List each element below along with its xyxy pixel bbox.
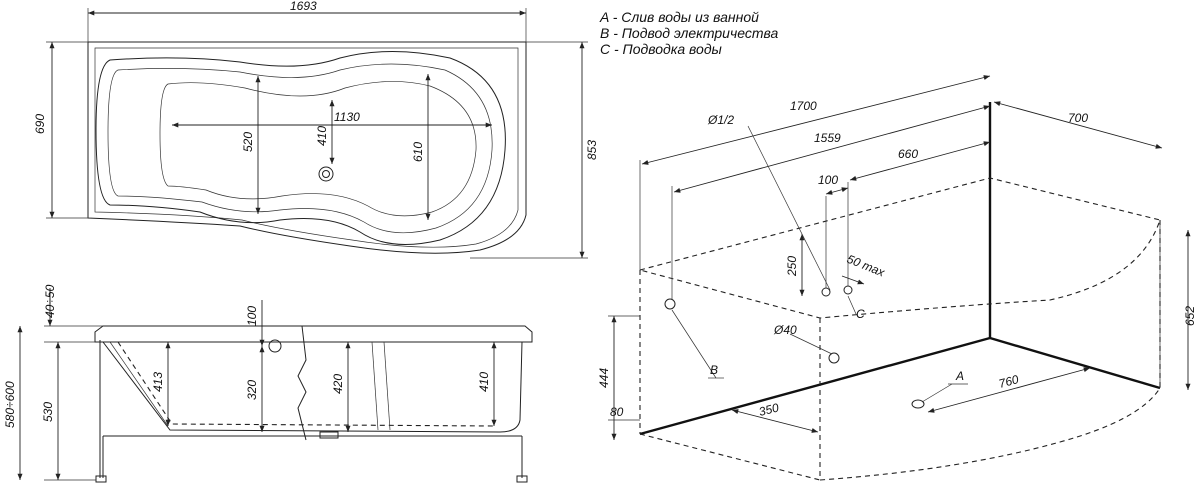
dim-413: 413: [151, 372, 165, 392]
dim-1693: 1693: [290, 0, 317, 13]
water-inlet-icon-2: [843, 285, 853, 295]
drain-pipe-icon: [828, 352, 840, 364]
dim-853: 853: [585, 140, 599, 160]
basin-inner-wall: [107, 63, 493, 234]
dim-530: 530: [41, 402, 55, 422]
floor-wall-left: [639, 336, 991, 436]
overflow-icon: [268, 339, 282, 353]
dim-1700: 1700: [790, 99, 817, 113]
dim-610: 610: [411, 142, 425, 162]
legend: A - Слив воды из ванной B - Подвод элект…: [599, 9, 779, 57]
dim-410-side: 410: [477, 372, 491, 392]
dim-700: 700: [1068, 111, 1088, 125]
dim-660: 660: [898, 147, 918, 161]
dim-40-50: 40÷50: [43, 284, 57, 318]
water-inlet-icon-1: [821, 287, 831, 297]
dim-100-inst: 100: [818, 173, 838, 187]
dim-1559: 1559: [814, 131, 841, 145]
top-view: 1693 690 853 1130 520 410 610: [33, 0, 599, 259]
dim-690: 690: [33, 114, 47, 134]
drain-inner: [322, 170, 330, 178]
tub-outline-dashed: [639, 177, 1161, 319]
legend-item-b: B - Подвод электричества: [600, 25, 779, 41]
dim-580-600: 580÷600: [3, 381, 17, 428]
dim-520: 520: [241, 132, 255, 152]
support-frame: [99, 340, 523, 478]
label-b: B: [710, 363, 718, 377]
dim-80: 80: [610, 405, 624, 419]
tub-outline-top: [87, 41, 527, 254]
basin-outline: [95, 51, 506, 245]
dim-420: 420: [331, 374, 345, 394]
tub-rim-side: [94, 325, 533, 343]
dim-d12: Ø1/2: [707, 113, 734, 127]
installation-view: 1700 700 1559 660 100 250 50 max Ø1/2 C …: [597, 75, 1197, 481]
dim-652: 652: [1183, 306, 1197, 326]
dim-444: 444: [597, 368, 611, 388]
electric-outlet-icon: [664, 298, 676, 310]
side-view: 40÷50 580÷600 530 413 100 320 420 410: [3, 284, 533, 483]
floor-drain-icon: [911, 399, 925, 409]
tub-body-side: [102, 341, 523, 433]
tub-rim-inner: [94, 47, 519, 248]
foot-left: [95, 475, 107, 483]
dim-350: 350: [757, 400, 780, 419]
dim-100: 100: [245, 306, 259, 326]
legend-item-a: A - Слив воды из ванной: [599, 9, 759, 25]
tub-inner-dashed: [117, 341, 495, 427]
basin-bottom: [159, 81, 477, 217]
dim-760: 760: [997, 372, 1020, 391]
dim-1130: 1130: [334, 110, 360, 124]
dim-50-max: 50 max: [845, 252, 888, 280]
foot-right: [516, 475, 528, 483]
floor-wall-right: [989, 336, 1161, 390]
legend-item-c: C - Подводка воды: [600, 41, 723, 57]
label-c: C: [856, 307, 865, 321]
label-a: A: [955, 369, 964, 383]
drain-icon: [318, 166, 334, 182]
dim-d40: Ø40: [773, 323, 797, 337]
dim-410: 410: [315, 126, 329, 146]
dim-250: 250: [785, 256, 799, 277]
dim-320: 320: [245, 380, 259, 400]
